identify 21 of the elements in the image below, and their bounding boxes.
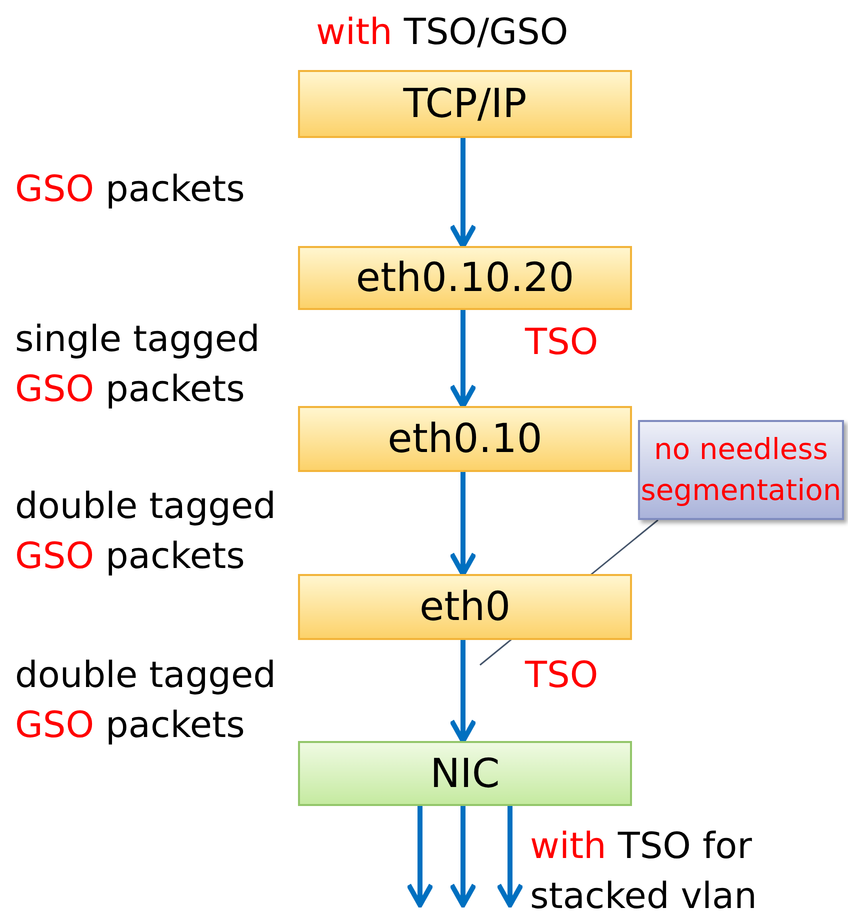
process-box: eth0.10 xyxy=(298,406,632,472)
arrow xyxy=(449,138,477,248)
annotation-text: TSO xyxy=(525,654,600,698)
arrow xyxy=(449,806,477,908)
annotation-text: double tagged GSO packets xyxy=(15,654,278,748)
arrow xyxy=(449,640,477,744)
annotation-text: with TSO for stacked vlan xyxy=(530,825,758,916)
process-box: NIC xyxy=(298,741,632,806)
annotation-text: single tagged GSO packets xyxy=(15,318,261,412)
annotation-text: with TSO/GSO xyxy=(316,11,570,55)
annotation-text: GSO packets xyxy=(15,168,246,212)
annotation-text: TSO xyxy=(525,321,600,365)
callout-box: no needless segmentation xyxy=(638,420,844,520)
annotation-text: double tagged GSO packets xyxy=(15,485,278,579)
arrow xyxy=(449,472,477,576)
arrow xyxy=(449,310,477,408)
process-box: eth0 xyxy=(298,574,632,640)
arrow xyxy=(406,806,434,908)
process-box: eth0.10.20 xyxy=(298,246,632,310)
arrow xyxy=(496,806,524,908)
process-box: TCP/IP xyxy=(298,70,632,138)
